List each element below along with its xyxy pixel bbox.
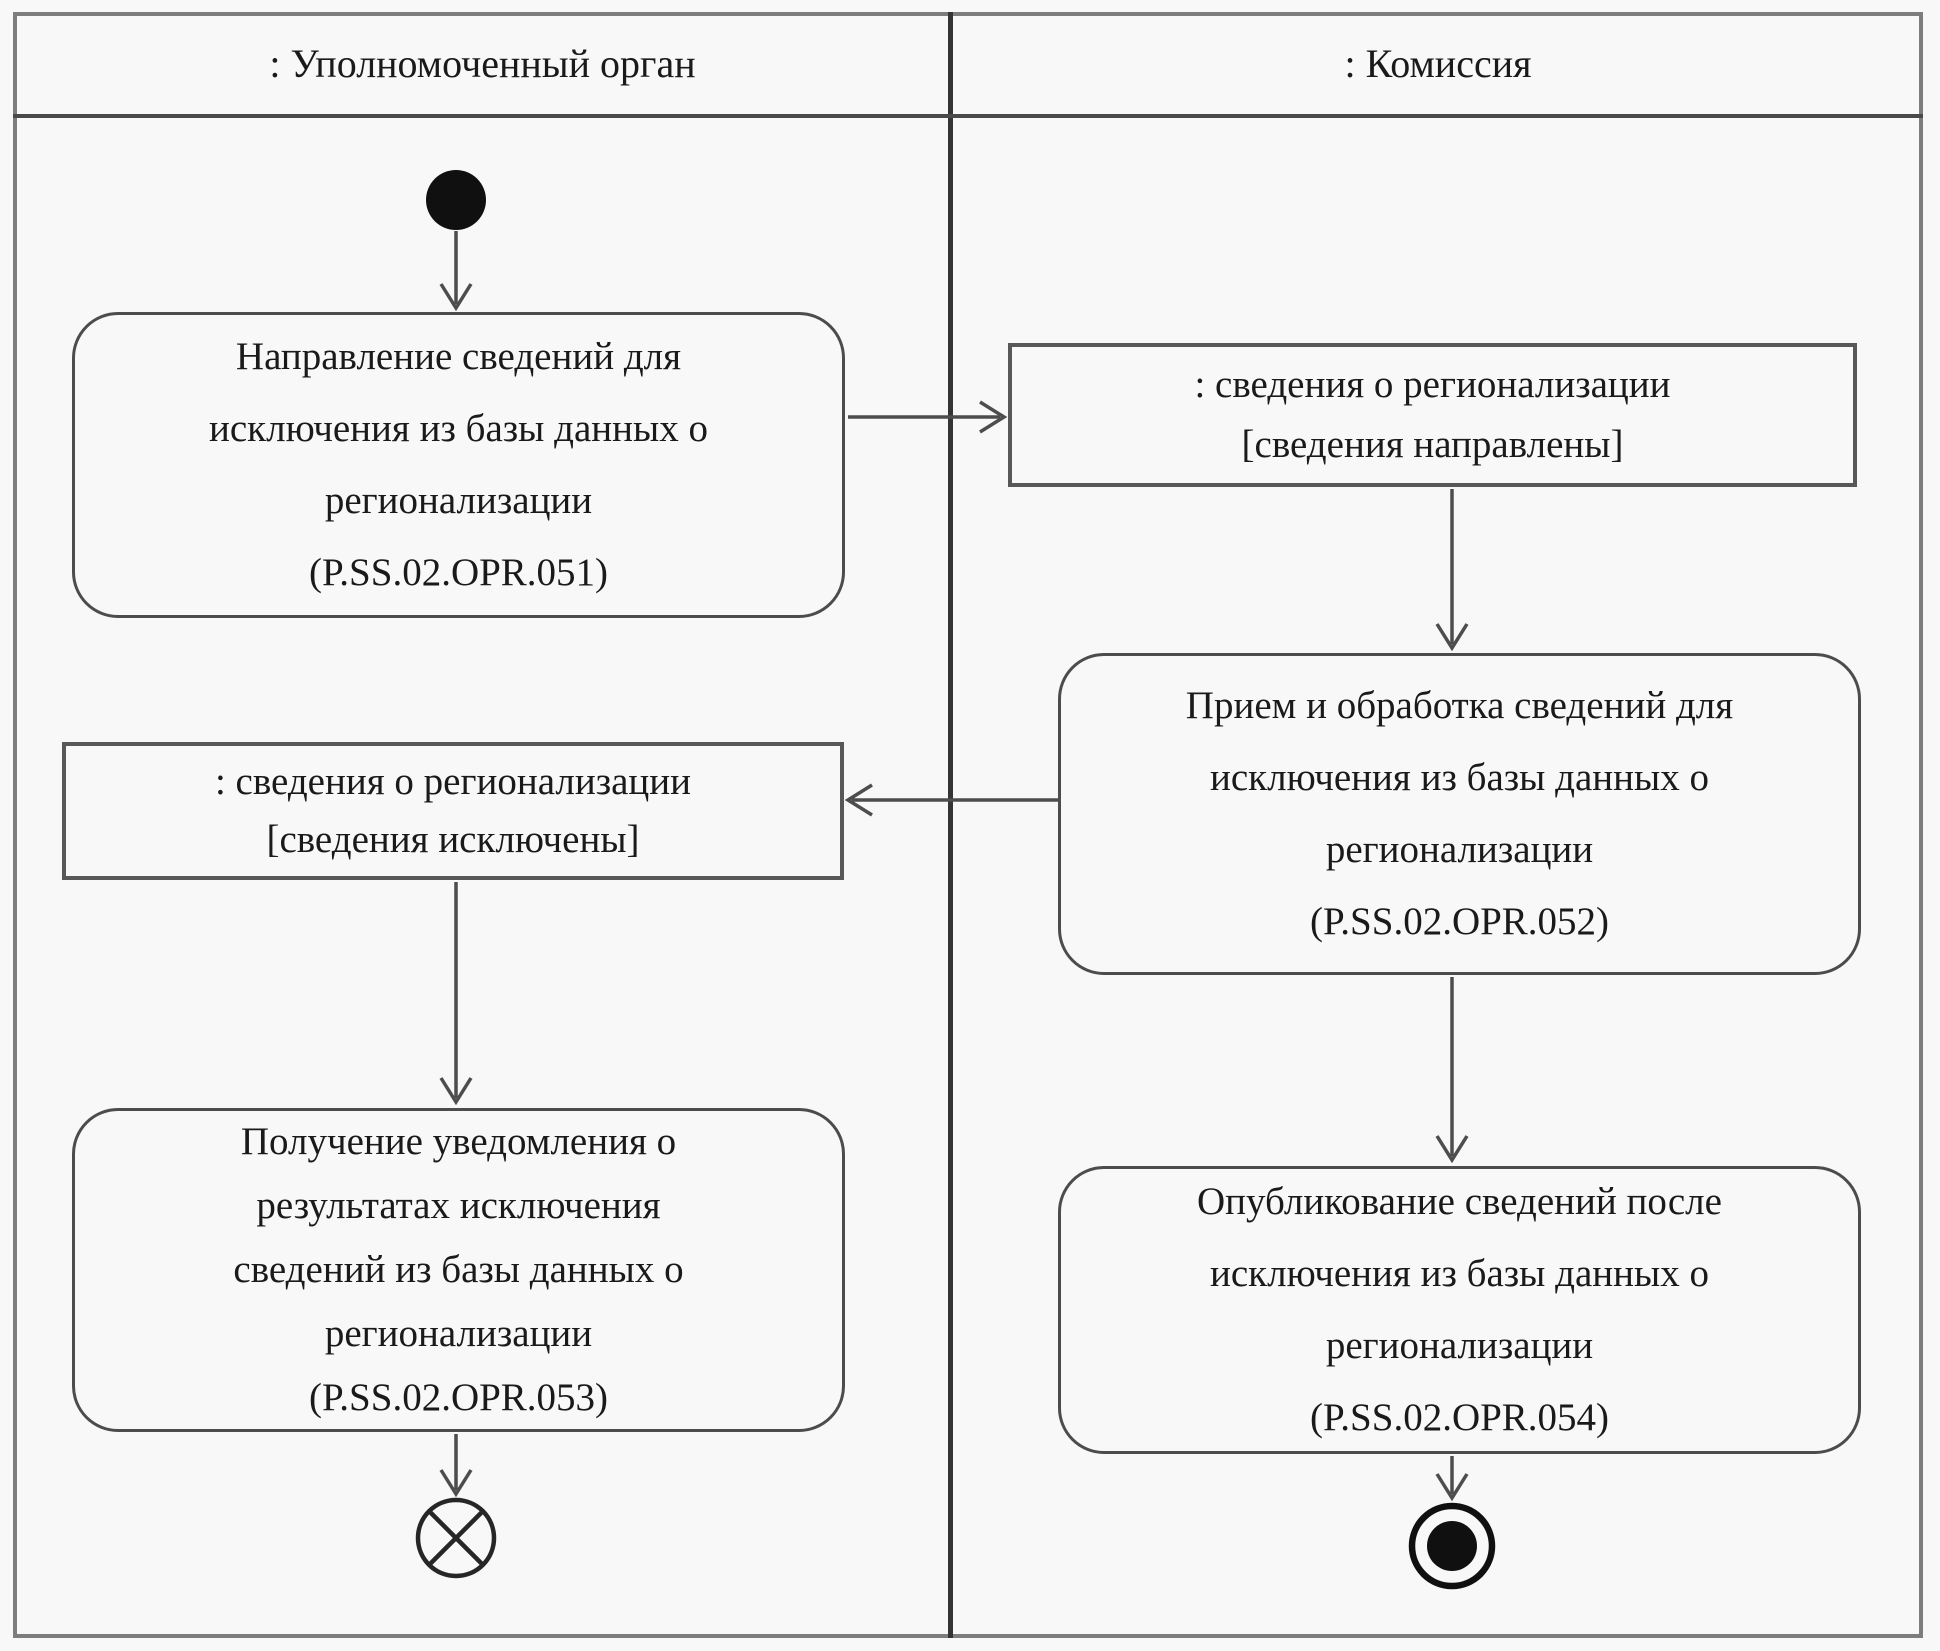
object-node-info-sent: : сведения о регионализации [сведения на… xyxy=(1008,343,1857,487)
object-state: [сведения направлены] xyxy=(1241,423,1624,466)
activity-receive-notification: Получение уведомления о результатах искл… xyxy=(72,1108,845,1432)
activity-text-line: регионализации xyxy=(324,479,593,522)
lane-header-authorized-body: : Уполномоченный орган xyxy=(269,41,696,86)
activity-text-line: Прием и обработка сведений для xyxy=(1185,684,1734,727)
swimlane-divider xyxy=(948,12,953,1638)
diagram-frame xyxy=(13,12,1923,1638)
activity-text-line: Направление сведений для xyxy=(235,335,682,378)
activity-text-line: Получение уведомления о xyxy=(240,1120,677,1163)
activity-code: (P.SS.02.OPR.051) xyxy=(308,551,609,594)
object-node-info-excluded: : сведения о регионализации [сведения ис… xyxy=(62,742,844,880)
activity-text-line: регионализации xyxy=(1325,1324,1594,1367)
lane-header-commission: : Комиссия xyxy=(1344,41,1532,86)
activity-text-line: исключения из базы данных о xyxy=(209,407,708,450)
activity-text-line: Опубликование сведений после xyxy=(1197,1180,1722,1223)
activity-text-line: исключения из базы данных о xyxy=(1210,1252,1709,1295)
object-name: : сведения о регионализации xyxy=(1194,363,1671,406)
activity-text-line: исключения из базы данных о xyxy=(1210,756,1709,799)
activity-text-line: регионализации xyxy=(324,1312,593,1355)
activity-text-line: результатах исключения xyxy=(256,1184,661,1227)
activity-code: (P.SS.02.OPR.054) xyxy=(1309,1396,1610,1439)
activity-code: (P.SS.02.OPR.052) xyxy=(1309,900,1610,943)
activity-receive-process-info: Прием и обработка сведений для исключени… xyxy=(1058,653,1861,975)
activity-code: (P.SS.02.OPR.053) xyxy=(308,1376,609,1419)
lane-header-underline xyxy=(13,114,1923,118)
activity-send-exclusion-info: Направление сведений для исключения из б… xyxy=(72,312,845,618)
activity-publish-info: Опубликование сведений после исключения … xyxy=(1058,1166,1861,1454)
activity-text-line: регионализации xyxy=(1325,828,1594,871)
activity-text-line: сведений из базы данных о xyxy=(233,1248,684,1291)
object-state: [сведения исключены] xyxy=(266,818,640,861)
object-name: : сведения о регионализации xyxy=(214,760,692,803)
